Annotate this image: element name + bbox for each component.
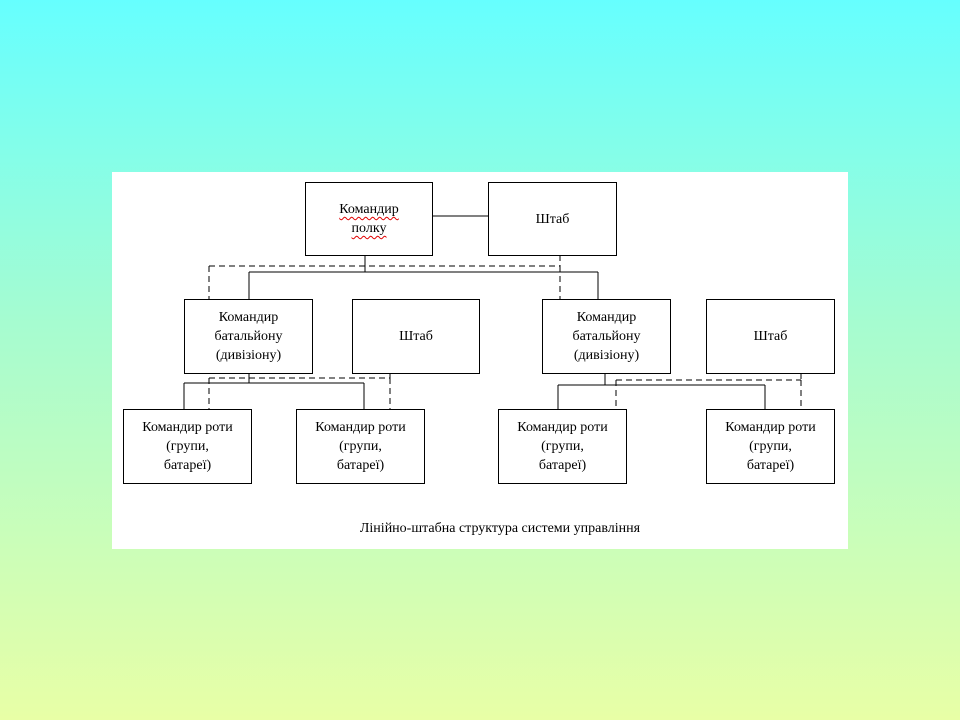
company-2-line1: Командир роти: [315, 420, 406, 435]
company-commander-box-1: Командир роти (групи, батареї): [123, 409, 252, 484]
company-2-line3: батареї): [336, 458, 385, 473]
company-1-line1: Командир роти: [142, 420, 233, 435]
regiment-commander-line1: Командир: [339, 202, 399, 217]
regiment-commander-box: Командир полку: [305, 182, 433, 256]
battalion-commander-right-box: Командир батальйону (дивізіону): [542, 299, 671, 374]
company-1-line3: батареї): [163, 458, 212, 473]
battalion-left-line3: (дивізіону): [215, 348, 282, 363]
company-4-line1: Командир роти: [725, 420, 816, 435]
battalion-right-line3: (дивізіону): [573, 348, 640, 363]
battalion-staff-right-label: Штаб: [753, 329, 788, 344]
battalion-staff-right-box: Штаб: [706, 299, 835, 374]
company-3-line2: (групи,: [541, 439, 584, 454]
diagram-caption: Лінійно-штабна структура системи управлі…: [359, 521, 641, 536]
battalion-right-line2: батальйону: [572, 329, 641, 344]
battalion-staff-left-label: Штаб: [399, 329, 433, 344]
company-commander-box-2: Командир роти (групи, батареї): [296, 409, 425, 484]
company-1-line2: (групи,: [166, 439, 209, 454]
battalion-staff-left-box: Штаб: [352, 299, 480, 374]
battalion-left-line2: батальйону: [214, 329, 283, 344]
company-commander-box-3: Командир роти (групи, батареї): [498, 409, 627, 484]
battalion-commander-left-box: Командир батальйону (дивізіону): [184, 299, 313, 374]
battalion-left-line1: Командир: [218, 310, 279, 325]
company-3-line3: батареї): [538, 458, 587, 473]
company-4-line2: (групи,: [749, 439, 792, 454]
regiment-staff-label: Штаб: [535, 211, 570, 227]
company-commander-box-4: Командир роти (групи, батареї): [706, 409, 835, 484]
battalion-right-line1: Командир: [576, 310, 637, 325]
company-3-line1: Командир роти: [517, 420, 608, 435]
regiment-staff-box: Штаб: [488, 182, 617, 256]
company-2-line2: (групи,: [339, 439, 382, 454]
company-4-line3: батареї): [746, 458, 795, 473]
regiment-commander-line2: полку: [351, 221, 387, 236]
